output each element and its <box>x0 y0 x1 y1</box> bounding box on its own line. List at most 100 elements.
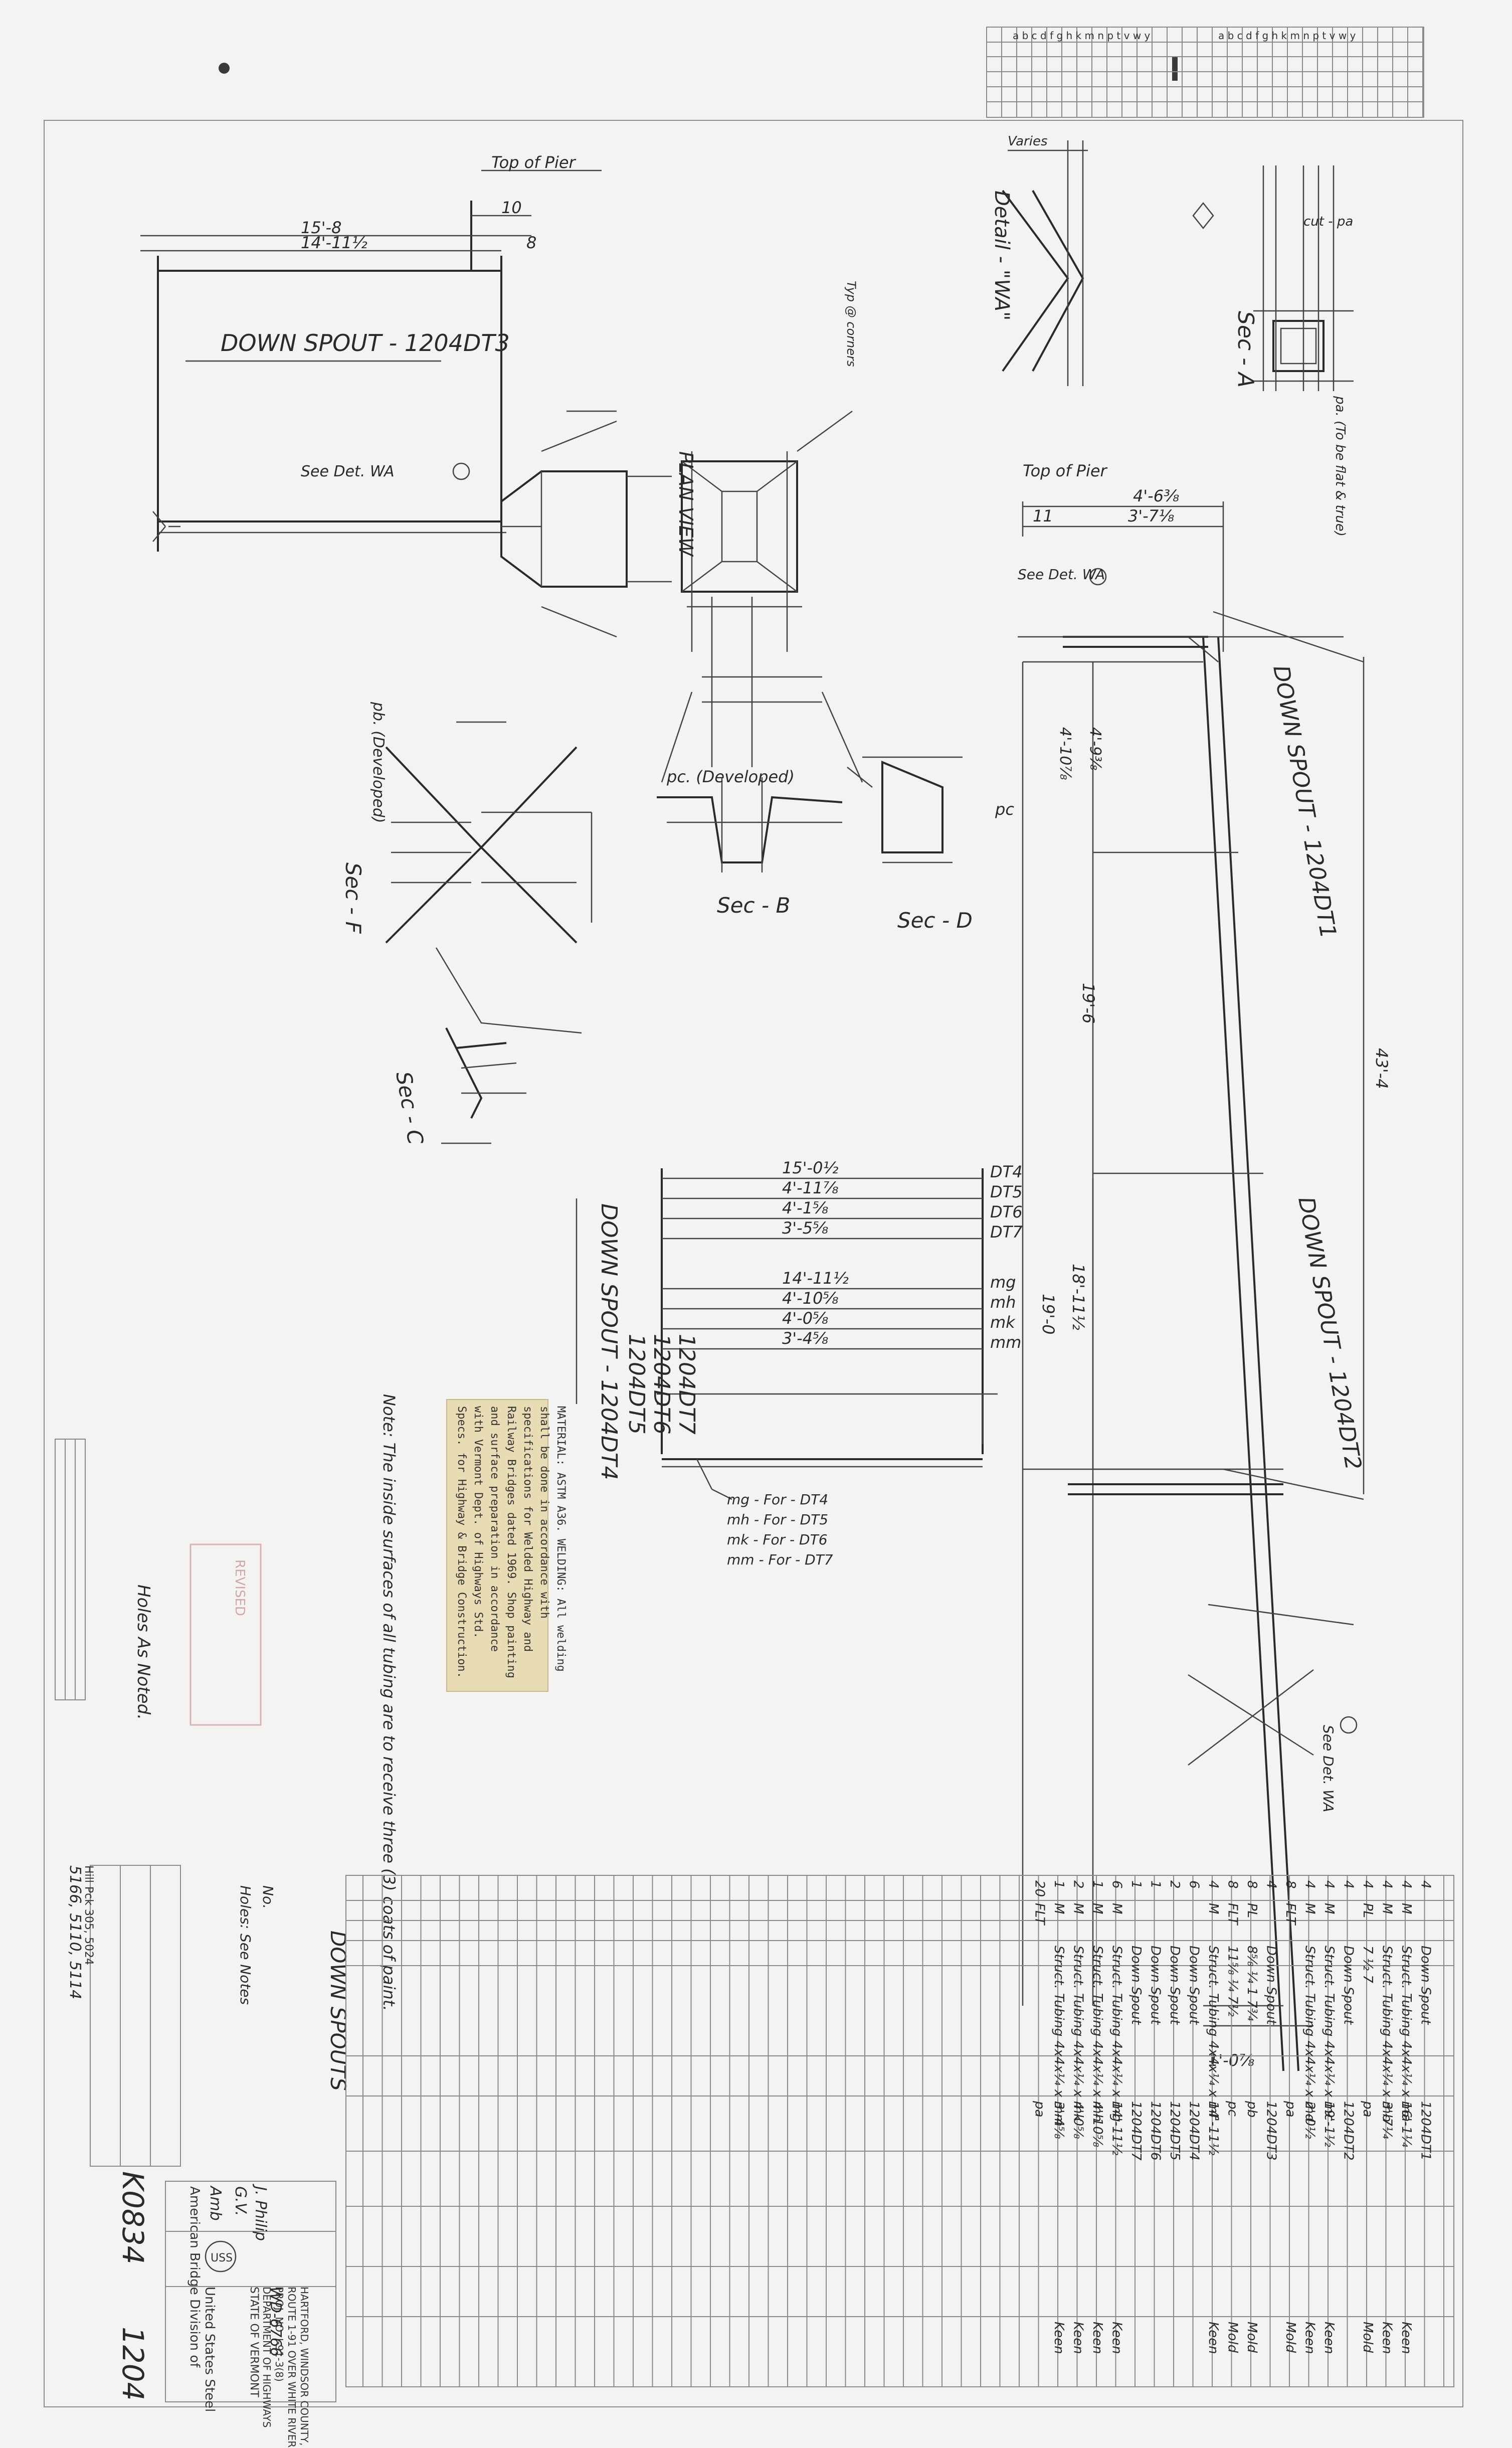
owner-name: STATE OF VERMONT <box>248 2287 260 2397</box>
bill-qty: 8 <box>1244 1880 1259 1889</box>
side-note-holes: Holes: See Notes <box>237 1885 254 2005</box>
project-number: PROJ. NO. I-91-3(8) <box>273 2287 285 2382</box>
bill-qty: 1 <box>1090 1880 1105 1889</box>
legend-mark-mg: mg - For - DT4 <box>727 1491 828 1508</box>
bill-qty: 8 <box>1283 1880 1298 1889</box>
schedule-dim-tag: DT5 <box>990 1182 1023 1201</box>
schedule-dim-tag: DT4 <box>990 1162 1023 1181</box>
bill-qty: 4 <box>1380 1880 1395 1889</box>
contract-label: Amb <box>207 2185 224 2221</box>
bill-qty: 6 <box>1109 1880 1124 1889</box>
bill-description: Struct. Tubing 4x4x¼ x 2'-0½ <box>1302 1946 1317 2139</box>
section-d <box>847 756 963 863</box>
bill-type: PL <box>1360 1903 1375 1918</box>
schedule-dim-tag: mm <box>990 1333 1021 1352</box>
varies-label: Varies <box>1008 134 1048 149</box>
material-note: MATERIAL: ASTM A36. WELDING: All welding… <box>446 1399 567 1692</box>
bill-piece-mark: pa <box>1360 2101 1375 2117</box>
bill-qty: 1 <box>1051 1880 1066 1889</box>
bill-weight: Keen <box>1109 2322 1124 2354</box>
schedule-dim-tag: DT7 <box>990 1222 1023 1242</box>
bill-qty: 1 <box>1128 1880 1144 1889</box>
checking-grid <box>986 27 1424 118</box>
schedule-dim-length: 3'-4⅝ <box>782 1329 828 1348</box>
dim-14-11: 14'-11½ <box>301 233 367 252</box>
detail-wa-label: Detail - "WA" <box>990 191 1013 320</box>
bill-weight: Keen <box>1380 2322 1395 2354</box>
bill-description: Down Spout <box>1148 1946 1163 2025</box>
revision-stamp <box>190 1543 262 1726</box>
bill-type: M <box>1090 1903 1105 1914</box>
schedule-dim-tag: mh <box>990 1293 1016 1312</box>
schedule-dim-tag: mk <box>990 1313 1016 1332</box>
bill-description: Struct. Tubing 4x4x¼ x 14'-11½ <box>1206 1946 1221 2155</box>
bill-weight: Keen <box>1051 2322 1066 2354</box>
bill-piece-mark: 1204DT2 <box>1341 2101 1356 2161</box>
punch-slot <box>1172 57 1178 81</box>
dim-15-8: 15'-8 <box>301 218 341 237</box>
dim-19-6: 19'-6 <box>1079 983 1098 1023</box>
see-det-wa-3: See Det. WA <box>1320 1725 1337 1812</box>
side-note-no: No. <box>260 1885 276 1909</box>
bill-description: Struct. Tubing 4x4x¼ x 3'-4⅝ <box>1051 1946 1066 2139</box>
legend-mark-mh: mh - For - DT5 <box>727 1511 828 1528</box>
bill-description: Down Spout <box>1264 1946 1279 2025</box>
bill-weight: Mold <box>1225 2322 1240 2353</box>
dim-3-7: 3'-7⅛ <box>1128 506 1174 526</box>
bill-weight: Keen <box>1206 2322 1221 2354</box>
revision-stamp-text: REVISED <box>232 1559 247 1616</box>
downspout-dt1-dt2 <box>1018 501 1365 2071</box>
bill-type: M <box>1302 1903 1317 1914</box>
route-name: ROUTE 1-91 OVER WHITE RIVER <box>286 2287 298 2447</box>
bill-qty: 1 <box>1148 1880 1163 1889</box>
material-note-text: MATERIAL: ASTM A36. WELDING: All welding… <box>455 1406 567 1679</box>
punch-hole <box>219 63 230 74</box>
bill-type: M <box>1109 1903 1124 1914</box>
department-name: DEPARTMENT OF HIGHWAYS <box>261 2287 273 2427</box>
bill-description: Struct. Tubing 4x4x¼ x 14'-11½ <box>1109 1946 1124 2155</box>
title-dt3: DOWN SPOUT - 1204DT3 <box>221 329 510 357</box>
bill-qty: 4 <box>1264 1880 1279 1889</box>
location-name: HARTFORD, WINDSOR COUNTY, VERMONT <box>298 2287 310 2448</box>
schedule-dim-length: 4'-0⅝ <box>782 1309 828 1328</box>
dim-43-4: 43'-4 <box>1372 1048 1391 1089</box>
drawn-by: G.V. <box>232 2186 249 2216</box>
schedule-dim-length: 15'-0½ <box>782 1158 838 1177</box>
bill-qty: 4 <box>1399 1880 1414 1889</box>
bill-description: Down Spout <box>1167 1946 1182 2025</box>
dim-10: 10 <box>501 198 522 217</box>
bill-piece-mark: 1204DT7 <box>1128 2101 1144 2161</box>
bill-description: Down Spout <box>1128 1946 1144 2025</box>
bill-qty: 4 <box>1341 1880 1356 1889</box>
bill-piece-mark: mh <box>1090 2101 1105 2122</box>
bill-description: Struct. Tubing 4x4x¼ x 4'-0⅝ <box>1071 1946 1086 2139</box>
grid-header: a b c d f g h k m n p t v w y <box>1013 30 1151 42</box>
pc-developed-label: pc. (Developed) <box>666 767 795 786</box>
sec-d-label: Sec - D <box>897 908 973 933</box>
drawing-number: K0834 <box>116 2171 150 2264</box>
checked-by: J. Philip <box>252 2184 269 2241</box>
sec-a-label: Sec - A <box>1233 311 1258 388</box>
bill-type: FLT <box>1032 1903 1047 1926</box>
plan-view-label: PLAN VIEW <box>675 451 697 557</box>
bill-type: PL <box>1244 1903 1259 1918</box>
bill-qty: 4 <box>1321 1880 1337 1889</box>
bill-type: M <box>1380 1903 1395 1914</box>
dim-8: 8 <box>526 233 536 252</box>
bill-piece-mark: mc <box>1321 2101 1337 2121</box>
left-margin-grid <box>55 1439 86 1700</box>
dim-4-10: 4'-10⅞ <box>1056 727 1074 780</box>
section-f <box>385 721 593 944</box>
